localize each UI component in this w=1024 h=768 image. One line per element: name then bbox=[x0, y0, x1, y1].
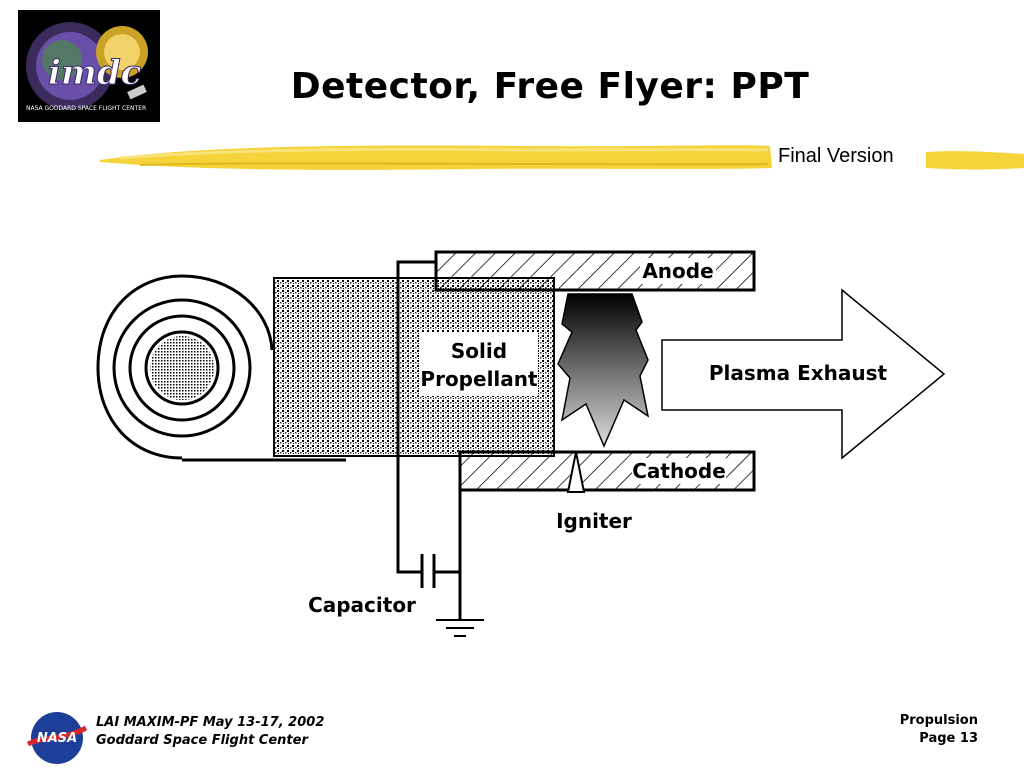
solid-propellant-label-2: Propellant bbox=[420, 367, 538, 391]
footer-center-line: Goddard Space Flight Center bbox=[96, 733, 308, 748]
footer-section-label: Propulsion bbox=[899, 713, 978, 728]
ground-symbol bbox=[436, 619, 484, 637]
imdc-logo: imdc NASA GODDARD SPACE FLIGHT CENTER bbox=[18, 10, 160, 122]
plasma-plume bbox=[557, 293, 650, 448]
title-underline-banner bbox=[100, 145, 1024, 170]
capacitor-label: Capacitor bbox=[308, 593, 416, 617]
nasa-logo: NASA bbox=[26, 712, 88, 764]
igniter-label: Igniter bbox=[556, 509, 632, 533]
logo-subtext: NASA GODDARD SPACE FLIGHT CENTER bbox=[26, 105, 146, 112]
version-label: Final Version bbox=[772, 144, 902, 168]
footer-meeting-line: LAI MAXIM-PF May 13-17, 2002 bbox=[96, 715, 325, 730]
circuit-wiring bbox=[396, 260, 462, 620]
propellant-label-box bbox=[420, 332, 538, 396]
plasma-exhaust-arrow bbox=[661, 288, 946, 460]
page-title: Detector, Free Flyer: PPT bbox=[290, 66, 810, 107]
igniter bbox=[566, 451, 586, 493]
nasa-logo-text: NASA bbox=[37, 731, 77, 746]
logo-wordmark: imdc bbox=[48, 53, 142, 93]
footer-page-number: Page 13 bbox=[919, 731, 978, 746]
anode-label-box bbox=[640, 258, 716, 284]
plasma-exhaust-label: Plasma Exhaust bbox=[709, 361, 888, 385]
solid-propellant-label-1: Solid bbox=[451, 339, 507, 363]
footer-page-info: Propulsion Page 13 bbox=[900, 712, 978, 748]
cathode-label-box bbox=[632, 458, 726, 484]
ppt-diagram: Solid Propellant Anode Cathode Igniter P… bbox=[96, 250, 946, 637]
propellant-feed-spring bbox=[96, 274, 346, 462]
spring-core bbox=[150, 336, 214, 400]
anode-label: Anode bbox=[642, 259, 713, 283]
footer-meeting-info: LAI MAXIM-PF May 13-17, 2002 Goddard Spa… bbox=[96, 714, 324, 750]
cathode-label: Cathode bbox=[632, 459, 726, 483]
